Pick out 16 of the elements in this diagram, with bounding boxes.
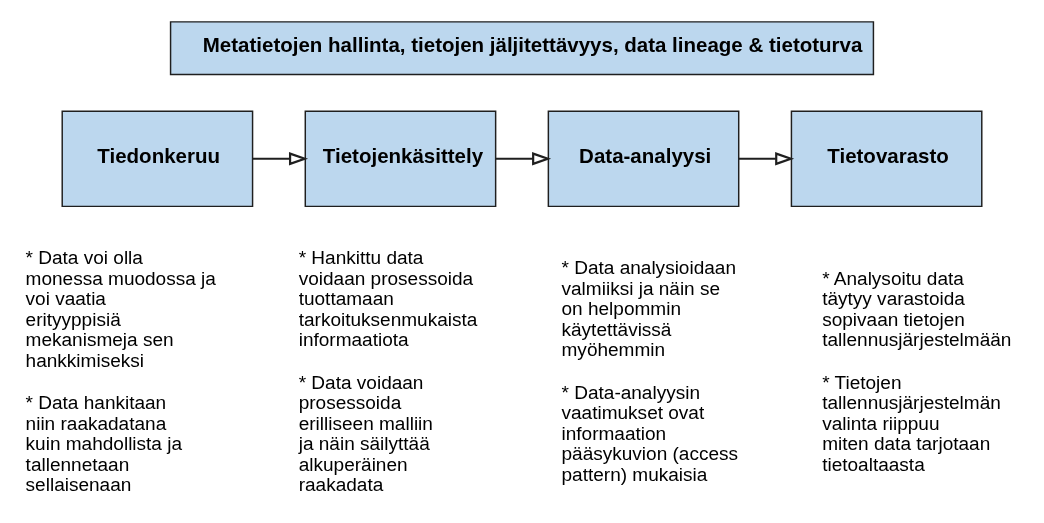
node-label: * Data-analyysin vaatimukset ovat informaation pääsykuvion (access pattern) mukaisia — [561, 381, 739, 485]
arrow — [495, 151, 552, 165]
node-box: Data-analyysi — [547, 109, 740, 207]
node-label: * Analysoitu data täytyy varastoida sopivaan tietojen tallennusjärjestelmään — [822, 267, 1012, 350]
node-label: * Data hankitaan niin raakadatana kuin mahdollista ja tallennetaan sellaisenaan — [25, 391, 183, 495]
node-label: * Hankittu data voidaan prosessoida tuottamaan tarkoituksenmukaista informaatiota — [298, 246, 478, 350]
node-label: * Data voidaan prosessoida erilliseen malliin ja näin säilyttää alkuperäinen raakadata — [298, 371, 433, 495]
arrow — [738, 151, 795, 165]
node-box: Metatietojen hallinta, tietojen jäljitettävyys, data lineage & tietoturva — [169, 20, 875, 75]
node-label: * Data voi olla monessa muodossa ja voi vaatia erityyppisiä mekanismeja sen hankkimiseksi — [25, 246, 216, 371]
node-label: * Data analysioidaan valmiiksi ja näin se on helpommin käytettävissä myöhemmin — [561, 256, 736, 360]
node-box: Tietojenkäsittely — [304, 109, 497, 207]
node-box: Tietovarasto — [790, 109, 983, 207]
arrow — [252, 151, 309, 165]
node-box: Tiedonkeruu — [61, 109, 254, 207]
node-label: * Tietojen tallennusjärjestelmän valinta riippuu miten data tarjotaan tietoaltaasta — [822, 371, 1001, 475]
